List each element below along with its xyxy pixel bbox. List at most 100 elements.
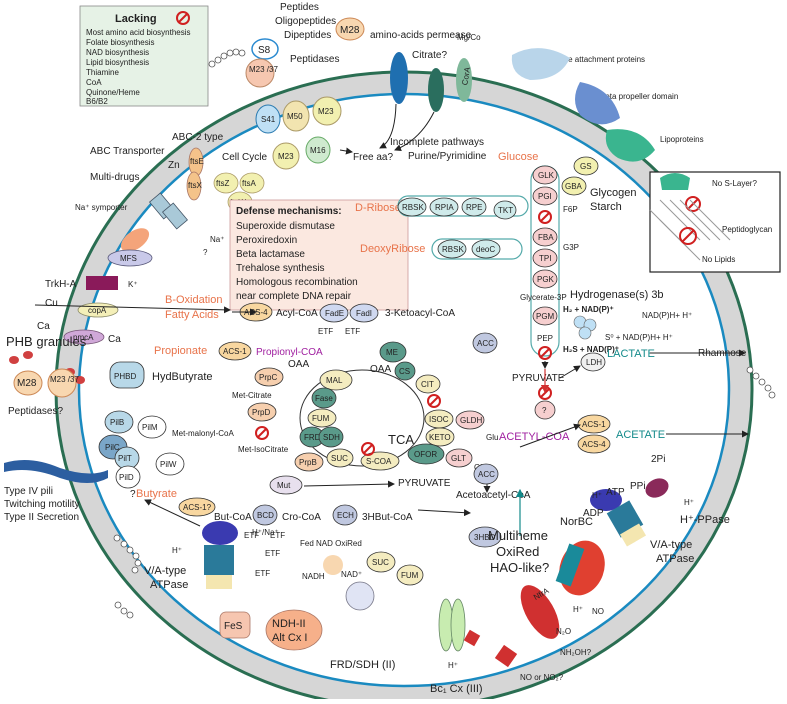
protease-m23-37: M23 /37 [245, 58, 278, 88]
svg-text:Homologous recombination: Homologous recombination [236, 277, 358, 288]
cora-label: CorA [460, 66, 472, 86]
svg-text:PilM: PilM [142, 423, 158, 432]
svg-text:PPi: PPi [630, 481, 646, 492]
svg-text:near complete DNA repair: near complete DNA repair [236, 291, 352, 302]
ech-node [332, 504, 358, 526]
svg-text:TKT: TKT [498, 206, 513, 215]
trkha-icon [86, 276, 118, 290]
citrate-transporter-icon [428, 68, 444, 112]
svg-text:TPI: TPI [539, 254, 551, 263]
svg-text:OAA: OAA [370, 364, 391, 375]
hydbutyrate-label: HydButyrate [152, 371, 213, 383]
svg-text:ACS-4: ACS-4 [582, 440, 606, 449]
svg-text:PrpB: PrpB [299, 458, 317, 467]
no-sign-icon [679, 227, 697, 245]
mut-node [269, 475, 303, 495]
svg-text:?: ? [130, 489, 136, 500]
svg-text:Cu: Cu [45, 298, 58, 309]
svg-text:Peptidoglycan: Peptidoglycan [722, 225, 772, 234]
svg-text:PGK: PGK [537, 275, 555, 284]
svg-text:PilB: PilB [110, 418, 124, 427]
aa-permease-label: amino-acids permease [370, 30, 472, 41]
va-atpase-right-label1: V/A-type [650, 539, 692, 551]
svg-text:FadE: FadE [325, 309, 344, 318]
svg-text:Trehalose synthesis: Trehalose synthesis [236, 263, 325, 274]
acetate-label: ACETATE [616, 429, 665, 441]
svg-text:Met-Citrate: Met-Citrate [232, 391, 272, 400]
svg-text:GBA: GBA [565, 182, 583, 191]
na-symporter-icon [120, 228, 150, 252]
svg-text:N₂O: N₂O [556, 627, 571, 636]
deoxyribose-pathway: RBSK deoC [431, 238, 523, 260]
va-atpase-left-label1: V/A-type [144, 565, 186, 577]
free-aa-label: Free aa? [353, 152, 393, 163]
surface-attachment-protein-icon [511, 48, 570, 80]
svg-text:PEP: PEP [537, 334, 553, 343]
svg-text:CIT: CIT [421, 380, 434, 389]
svg-text:Ca: Ca [37, 321, 50, 332]
multidrug-transporter-icon [149, 192, 188, 230]
svg-text:Ca: Ca [108, 334, 121, 345]
glycogen-node: GS GBA Glycogen Starch [561, 156, 636, 213]
lacking-item: Quinone/Heme [86, 88, 140, 97]
ndh2-icon [265, 609, 323, 651]
lacking-item: CoA [86, 78, 102, 87]
svg-text:NDH-II: NDH-II [272, 618, 306, 630]
cellcycle-label: Cell Cycle [222, 152, 267, 163]
svg-text:BCD: BCD [257, 511, 274, 520]
svg-text:ISOC: ISOC [429, 415, 449, 424]
acs4-right-node [577, 434, 611, 454]
svg-text:deoC: deoC [476, 245, 495, 254]
polysaccharide-chain-icon [113, 534, 142, 619]
mgco-label: Mg/Co [457, 33, 481, 42]
svg-text:S-COA: S-COA [366, 457, 392, 466]
prpd-node [247, 402, 277, 422]
svg-text:RPIA: RPIA [435, 203, 454, 212]
svg-text:FRD: FRD [304, 433, 321, 442]
hbd-node [468, 526, 502, 548]
svg-text:GLT: GLT [451, 454, 466, 463]
lacking-item: Most amino acid biosynthesis [86, 28, 191, 37]
purine-label: Purine/Pyrimidine [408, 151, 487, 162]
svg-text:ETF: ETF [345, 327, 360, 336]
svg-text:FadI: FadI [356, 309, 372, 318]
multiheme-label3: HAO-like? [490, 560, 549, 575]
prpb-node [294, 452, 324, 472]
svg-text:PGI: PGI [538, 192, 552, 201]
svg-text:CS: CS [399, 367, 410, 376]
tca-nodes: ME CS MAL OAA CIT Fase FUM FRD SDH ISOC … [299, 341, 498, 472]
surface-label: Surface attachment proteins [545, 55, 645, 64]
fed-nad-oxired-icon [323, 555, 343, 575]
svg-text:LDH: LDH [586, 358, 602, 367]
ribose-pathway: RBSK RPIA RPE TKT [397, 195, 529, 220]
svg-text:NH₂OH?: NH₂OH? [560, 648, 592, 657]
svg-text:MAL: MAL [326, 376, 343, 385]
svg-text:H⁺/Na⁺: H⁺/Na⁺ [252, 528, 279, 537]
svg-text:SUC: SUC [331, 454, 348, 463]
acylcoa-label: Acyl-CoA [276, 308, 318, 319]
cell-inner-membrane [77, 92, 731, 688]
lactate-label: LACTATE [607, 348, 655, 360]
svg-text:M50: M50 [287, 112, 303, 121]
fum-node [396, 564, 424, 586]
svg-text:ETF: ETF [270, 531, 285, 540]
lacking-item: Lipid biosynthesis [86, 58, 149, 67]
rhamnose-chain-icon [746, 366, 776, 399]
beta-ox-title1: B-Oxidation [165, 294, 222, 306]
tca-cycle-ring [299, 369, 425, 467]
svg-text:GS: GS [580, 162, 592, 171]
fade-node [319, 303, 349, 323]
zn-label: Zn [168, 160, 180, 171]
svg-text:ACS-1: ACS-1 [223, 347, 247, 356]
incomplete-label: Incomplete pathways [390, 137, 484, 148]
svg-text:H⁺: H⁺ [573, 605, 583, 614]
phb-title: PHB granules [6, 334, 87, 349]
svg-text:3HBut-CoA: 3HBut-CoA [362, 512, 413, 523]
lacking-item: B6/B2 [86, 97, 108, 106]
lacking-box: Lacking Most amino acid biosynthesis Fol… [79, 5, 209, 107]
glycolysis-pathway: GLK PGI F6P FBA G3P TPI PGK Glycerate-3P… [520, 165, 579, 360]
svg-text:M28: M28 [17, 378, 37, 389]
svg-text:G3P: G3P [563, 243, 579, 252]
